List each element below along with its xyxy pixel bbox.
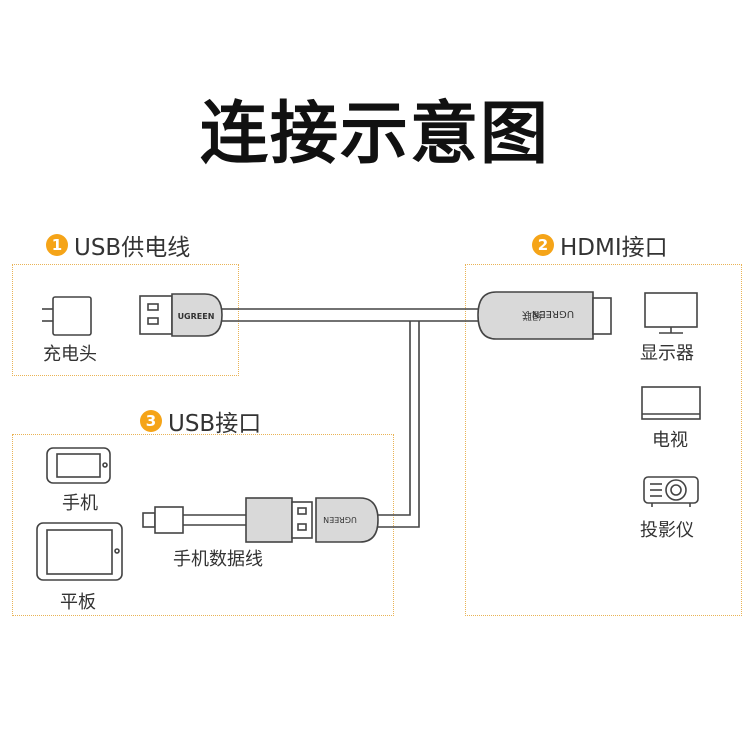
monitor-icon — [644, 292, 698, 334]
monitor-label: 显示器 — [640, 343, 694, 364]
projector-label: 投影仪 — [640, 520, 694, 541]
brand-label-usb: UGREEN — [178, 312, 215, 321]
section-usb-power: 1 USB供电线 — [46, 228, 190, 262]
charger-label: 充电头 — [43, 344, 97, 365]
tablet-icon — [36, 522, 123, 581]
charger-icon — [42, 296, 92, 336]
hdmi-box — [465, 264, 742, 616]
section-label: USB接口 — [168, 411, 262, 437]
tv-label: 电视 — [652, 430, 688, 451]
usb-port-box — [12, 434, 394, 616]
tablet-label: 平板 — [60, 592, 96, 613]
section-usb-port: 3 USB接口 — [140, 404, 261, 438]
section-number: 1 — [46, 234, 68, 256]
usb-power-plug — [139, 293, 223, 337]
brand-label-hdmi: UGREEN — [532, 308, 574, 319]
brand-label-receptacle: UGREEN — [323, 515, 357, 524]
section-label: HDMI接口 — [560, 235, 668, 261]
phone-label: 手机 — [62, 493, 98, 514]
tv-icon — [641, 386, 701, 420]
section-number: 2 — [532, 234, 554, 256]
phone-icon — [46, 447, 111, 484]
section-label: USB供电线 — [74, 235, 191, 261]
cable-label: 手机数据线 — [173, 549, 263, 570]
section-number: 3 — [140, 410, 162, 432]
page-title: 连接示意图 — [199, 95, 550, 174]
usb-cable-outer — [378, 321, 420, 528]
brand-cn-label-hdmi: 绿联 — [522, 309, 542, 322]
projector-icon — [643, 476, 699, 507]
phone-cable — [142, 497, 313, 543]
cable-lines — [220, 308, 480, 528]
usb-cable-inner — [378, 321, 411, 516]
section-hdmi: 2 HDMI接口 — [532, 228, 668, 262]
usb-power-box — [12, 264, 239, 376]
usb-receptacle — [315, 497, 379, 543]
hdmi-plug — [477, 291, 612, 340]
